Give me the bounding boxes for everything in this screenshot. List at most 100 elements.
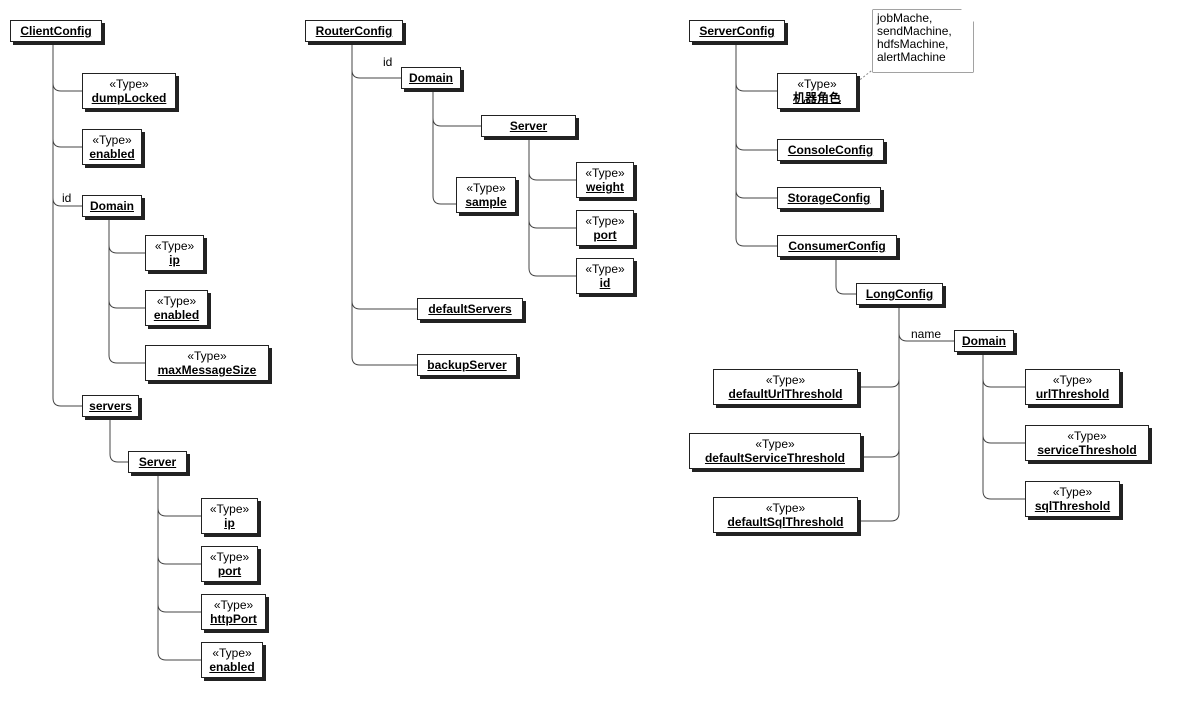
tree-connector [861, 305, 900, 458]
tree-connector [108, 217, 145, 309]
router-domain-node[interactable]: Domain [401, 67, 461, 89]
router-backup-server-node[interactable]: backupServer [417, 354, 517, 376]
node-stereotype: «Type» [1052, 373, 1093, 387]
node-name: weight [586, 180, 624, 194]
long-config-node[interactable]: LongConfig [856, 283, 943, 305]
node-stereotype: «Type» [765, 501, 806, 515]
default-service-threshold-node[interactable]: «Type»defaultServiceThreshold [689, 433, 861, 469]
node-name: defaultSqlThreshold [727, 515, 844, 529]
client-domain-edge-label: id [62, 191, 72, 205]
console-config-node[interactable]: ConsoleConfig [777, 139, 884, 161]
node-name: LongConfig [865, 287, 934, 301]
node-name: sqlThreshold [1034, 499, 1111, 513]
router-sample-node[interactable]: «Type»sample [456, 177, 516, 213]
router-config-node[interactable]: RouterConfig [305, 20, 403, 42]
tree-connector [108, 217, 145, 254]
tree-connector [52, 42, 82, 92]
node-stereotype: «Type» [585, 262, 625, 276]
router-server-weight-node[interactable]: «Type»weight [576, 162, 634, 198]
server-config-node[interactable]: ServerConfig [689, 20, 785, 42]
node-name: defaultUrlThreshold [728, 387, 843, 401]
machine-role-note: jobMache, sendMachine, hdfsMachine, aler… [873, 10, 973, 72]
node-stereotype: «Type» [154, 239, 195, 253]
node-name: maxMessageSize [157, 363, 257, 377]
tree-connector [157, 473, 201, 661]
tree-connector [52, 42, 82, 407]
node-stereotype: «Type» [466, 181, 506, 195]
node-name: port [593, 228, 617, 242]
node-name: ip [224, 516, 235, 530]
tree-connector [52, 42, 82, 148]
tree-connector [108, 217, 145, 364]
storage-config-node[interactable]: StorageConfig [777, 187, 881, 209]
node-name: ConsumerConfig [788, 239, 886, 253]
node-stereotype: «Type» [213, 598, 254, 612]
client-server-port-node[interactable]: «Type»port [201, 546, 258, 582]
url-threshold-node[interactable]: «Type»urlThreshold [1025, 369, 1120, 405]
tree-connector [858, 305, 900, 522]
router-server-port-node[interactable]: «Type»port [576, 210, 634, 246]
client-domain-ip-node[interactable]: «Type»ip [145, 235, 204, 271]
node-name: ip [169, 253, 180, 267]
node-name: Domain [961, 334, 1006, 348]
node-stereotype: «Type» [209, 550, 250, 564]
node-name: Server [509, 119, 548, 133]
node-name: defaultServiceThreshold [704, 451, 846, 465]
node-name: enabled [89, 147, 135, 161]
client-domain-max-message-size-node[interactable]: «Type»maxMessageSize [145, 345, 269, 381]
tree-connector [109, 417, 128, 463]
tree-connector [432, 89, 481, 127]
node-name: httpPort [210, 612, 257, 626]
client-server-http-port-node[interactable]: «Type»httpPort [201, 594, 266, 630]
node-name: servers [89, 399, 132, 413]
node-stereotype: «Type» [797, 77, 837, 91]
node-stereotype: «Type» [1052, 485, 1093, 499]
client-domain-enabled-node[interactable]: «Type»enabled [145, 290, 208, 326]
node-name: Domain [408, 71, 453, 85]
node-name: RouterConfig [315, 24, 393, 38]
tree-connector [157, 473, 201, 517]
client-config-node[interactable]: ClientConfig [10, 20, 102, 42]
node-name: port [217, 564, 242, 578]
node-stereotype: «Type» [755, 437, 795, 451]
consumer-config-node[interactable]: ConsumerConfig [777, 235, 897, 257]
client-domain-node[interactable]: Domain [82, 195, 142, 217]
tree-connector [982, 352, 1025, 500]
default-sql-threshold-node[interactable]: «Type»defaultSqlThreshold [713, 497, 858, 533]
tree-connector [735, 42, 777, 92]
sql-threshold-node[interactable]: «Type»sqlThreshold [1025, 481, 1120, 517]
client-server-enabled-node[interactable]: «Type»enabled [201, 642, 263, 678]
tree-connector [528, 137, 576, 229]
node-stereotype: «Type» [209, 502, 250, 516]
router-server-node[interactable]: Server [481, 115, 576, 137]
client-enabled-node[interactable]: «Type»enabled [82, 129, 142, 165]
server-domain-node[interactable]: Domain [954, 330, 1014, 352]
client-dump-locked-node[interactable]: «Type»dumpLocked [82, 73, 176, 109]
tree-connector [432, 89, 456, 205]
node-stereotype: «Type» [585, 166, 625, 180]
server-domain-edge-label: name [911, 327, 942, 341]
client-servers-node[interactable]: servers [82, 395, 139, 417]
tree-connector [982, 352, 1025, 444]
server-role-node[interactable]: «Type»机器角色 [777, 73, 857, 109]
tree-connector [735, 42, 777, 247]
node-name: Domain [89, 199, 134, 213]
default-url-threshold-node[interactable]: «Type»defaultUrlThreshold [713, 369, 858, 405]
node-stereotype: «Type» [585, 214, 625, 228]
node-stereotype: «Type» [156, 294, 197, 308]
node-name: ServerConfig [699, 24, 775, 38]
tree-connector [351, 42, 401, 79]
tree-connector [157, 473, 201, 565]
router-default-servers-node[interactable]: defaultServers [417, 298, 523, 320]
node-name: enabled [209, 660, 255, 674]
node-name: ClientConfig [20, 24, 92, 38]
node-name: enabled [153, 308, 200, 322]
router-server-id-node[interactable]: «Type»id [576, 258, 634, 294]
node-stereotype: «Type» [187, 349, 227, 363]
client-server-node[interactable]: Server [128, 451, 187, 473]
tree-connector [835, 257, 856, 295]
service-threshold-node[interactable]: «Type»serviceThreshold [1025, 425, 1149, 461]
client-server-ip-node[interactable]: «Type»ip [201, 498, 258, 534]
